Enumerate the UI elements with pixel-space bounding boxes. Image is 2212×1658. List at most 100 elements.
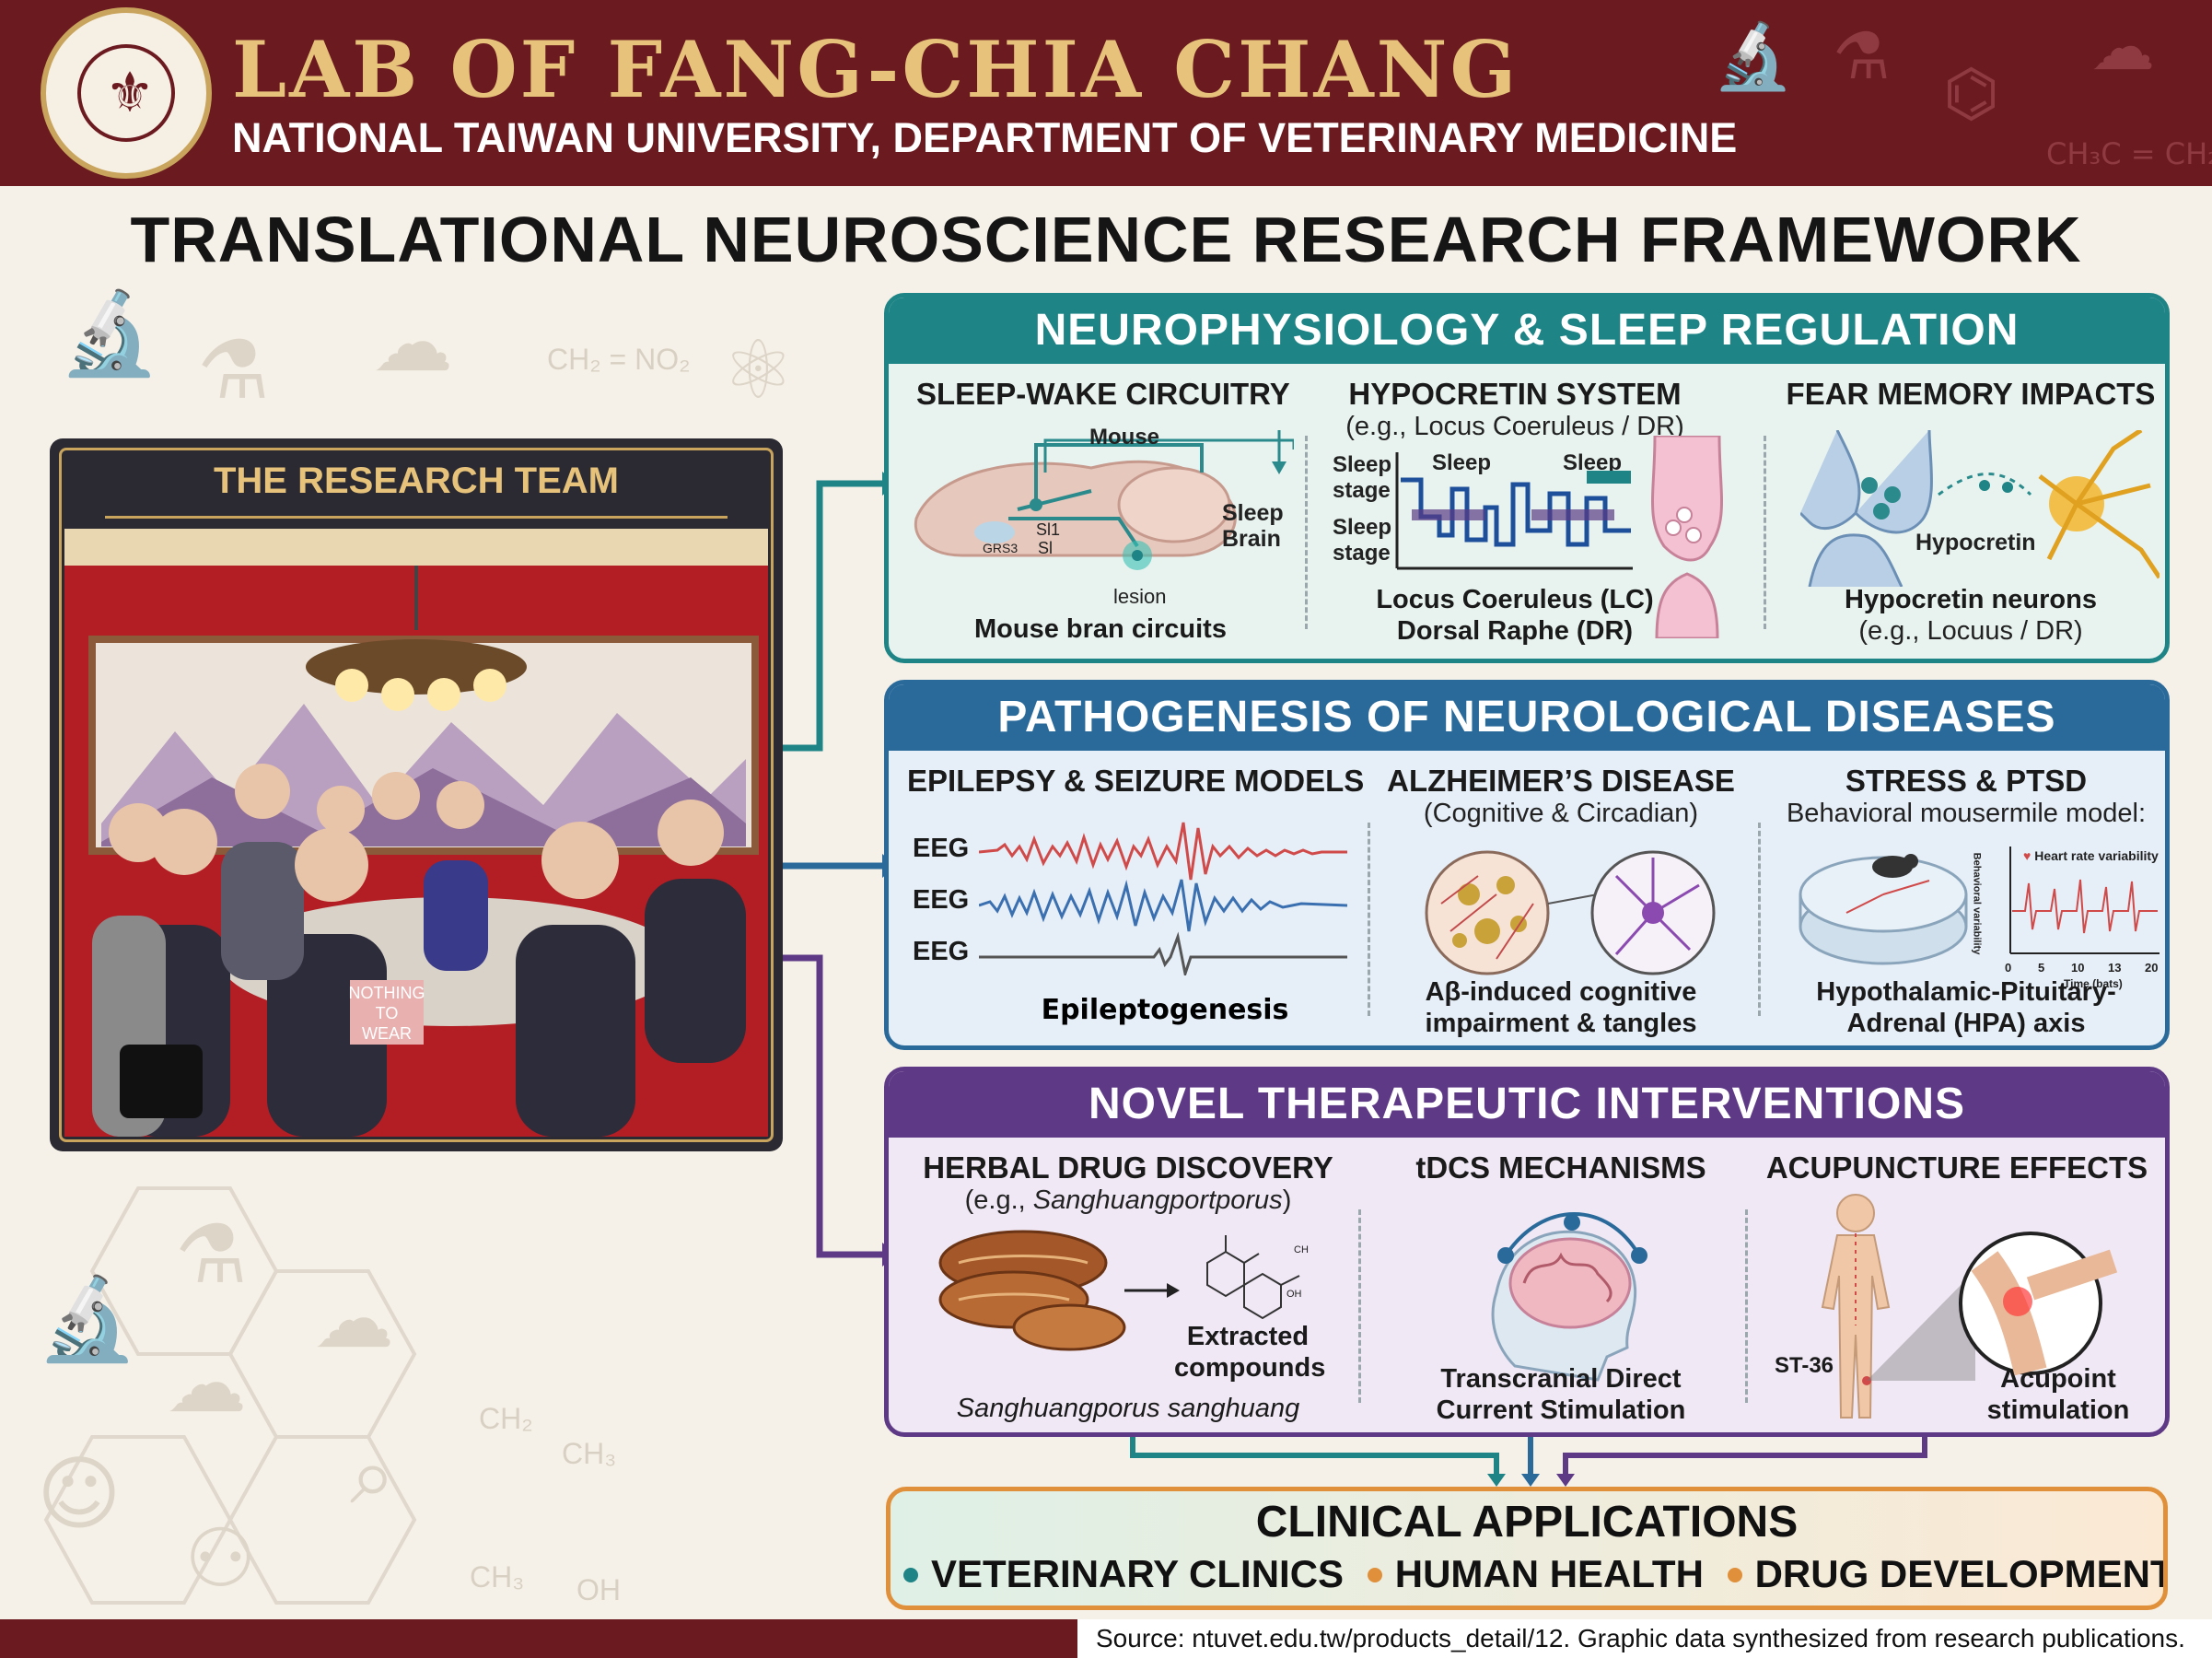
tick-label: 0 [2005,961,2012,975]
clinical-title: CLINICAL APPLICATIONS [1255,1498,1799,1547]
shirt-text: NOTHING [349,984,425,1002]
clinical-item: DRUG DEVELOPMENT [1754,1552,2168,1595]
figure-caption: stimulation [1986,1395,2130,1425]
eeg-label: EEG [913,834,970,863]
subsection-title: FEAR MEMORY IMPACTS [1786,377,2156,411]
chem-label: OH [1286,1289,1302,1300]
axis-label: Sleep [1333,515,1392,540]
sleep-label: Sleep [1432,450,1492,475]
subsection-title: SLEEP-WAKE CIRCUITRY [916,377,1290,411]
region-label: Sl [1038,539,1054,557]
lesion-label: lesion [1113,585,1167,608]
compounds-label: Extracted [1186,1322,1310,1351]
tick-label: 5 [2038,961,2045,975]
axis-label: Sleep [1333,452,1392,477]
figure-caption: Adrenal (HPA) axis [1846,1009,2086,1038]
subsection-title: EPILEPSY & SEIZURE MODELS [907,764,1365,798]
clinical-item: HUMAN HEALTH [1394,1552,1704,1595]
formula-text: CH₃ [562,1437,617,1470]
hypocretin-label: Hypocretin [1915,530,2036,555]
figure-caption: Dorsal Raphe (DR) [1396,616,1634,646]
acupoint-label: ST-36 [1775,1353,1834,1378]
formula-text: CH₂ = NO₂ [547,343,691,376]
subsection-title: ACUPUNCTURE EFFECTS [1765,1150,2148,1185]
figure-caption: Epileptogenesis [1041,994,1289,1026]
bullet-icon [903,1567,918,1582]
figure-caption: Acupoint [2000,1364,2116,1394]
synapse-icon [1651,436,1723,638]
microscope-icon: 🔬 [1713,18,1794,94]
hexagon-pattern [43,1186,417,1605]
figure-caption: Hypocretin neurons [1845,585,2097,614]
magnifier-icon: ⌕ [350,1428,396,1523]
formula-text: CH₃ [470,1560,525,1594]
sleep-brain-label: Sleep [1222,500,1284,526]
formula-text: CH₂ [479,1402,533,1435]
atom-icon: ⚛ [722,322,795,417]
connector-arrows [783,472,893,1267]
subsection-title: ALZHEIMER’S DISEASE [1387,764,1735,798]
arrow-head-icon [1272,430,1286,474]
brain-icon: ☁ [2090,9,2155,85]
axis-label: Time (bats) [2064,977,2123,990]
chem-label: CH [1294,1244,1309,1255]
mouse-label: Mouse [1089,425,1160,450]
section-pathogenesis: PATHOGENESIS OF NEUROLOGICAL DISEASES EP… [884,680,2170,1050]
subsection-note: (e.g., Sanghuangportporus) [964,1185,1292,1215]
axis-label: Behavioral variability [1971,852,1983,955]
brain-icon: ☁ [372,295,453,390]
region-label: Sl1 [1036,520,1061,539]
figure-caption: Hypothalamic-Pituitary- [1816,977,2116,1007]
compounds-label: compounds [1174,1353,1326,1383]
head-icon: ☺ [37,1446,122,1541]
figure-caption: Aβ-induced cognitive [1425,977,1697,1007]
section-neurophysiology: NEUROPHYSIOLOGY & SLEEP REGULATION SLEEP… [884,293,2170,663]
page-title: TRANSLATIONAL NEUROSCIENCE RESEARCH FRAM… [130,204,2082,275]
subsection-note: (Cognitive & Circadian) [1423,799,1699,828]
subsection-title: STRESS & PTSD [1845,764,2088,798]
mushroom-icon [938,1230,1300,1351]
molecule-icon: ⌬ [1943,55,2000,131]
arrow-head-icon [1556,1474,1575,1487]
microscope-icon: 🔬 [37,1271,138,1366]
flask-icon: ⚗ [175,1207,248,1302]
header-banner: ⚜ LAB OF FANG-CHIA CHANG NATIONAL TAIWAN… [0,0,2212,186]
research-team-frame: THE RESEARCH TEAM [50,438,783,1151]
heart-icon: ♥ [2023,848,2035,863]
tick-label: 13 [2108,961,2122,975]
tdcs-head-icon [1491,1212,1647,1382]
research-team-title: THE RESEARCH TEAM [213,461,620,501]
flask-icon: ⚗ [1833,18,1891,94]
axis-label: stage [1333,478,1391,503]
section-title: NEUROPHYSIOLOGY & SLEEP REGULATION [889,298,2165,364]
shirt-text: TO [376,1004,399,1022]
heart-rate-chart [2009,847,2160,954]
formula-text: OH [576,1573,621,1606]
clinical-items: VETERINARY CLINICS HUMAN HEALTH DRUG DEV… [891,1552,2163,1596]
mouse-brain-icon [914,438,1294,570]
bullet-icon [1367,1567,1382,1582]
figure-caption: Locus Coeruleus (LC) [1376,585,1654,614]
section-title: NOVEL THERAPEUTIC INTERVENTIONS [889,1071,2165,1138]
sleep-brain-label: Brain [1222,526,1281,552]
figure-caption: (e.g., Locuus / DR) [1858,616,2083,646]
clinical-applications-box: CLINICAL APPLICATIONS VETERINARY CLINICS… [886,1487,2168,1610]
flask-icon: ⚗ [197,322,270,417]
heart-rate-label: ♥ Heart rate variability [2023,848,2159,863]
figure-caption: Transcranial Direct [1440,1364,1682,1394]
section-title: PATHOGENESIS OF NEUROLOGICAL DISEASES [889,684,2165,751]
eeg-label: EEG [913,937,970,966]
eeg-label: EEG [913,885,970,915]
subsection-title: tDCS MECHANISMS [1415,1150,1706,1185]
arrow-head-icon [1521,1474,1540,1487]
brain-icon: ☁ [313,1271,394,1366]
axis-label: stage [1333,541,1391,566]
university-subtitle: NATIONAL TAIWAN UNIVERSITY, DEPARTMENT O… [232,114,1738,161]
team-photo: NOTHING TO WEAR [64,529,768,1137]
subsection-note: Behavioral mousermile model: [1786,799,2147,828]
person-icon: ⚇ [184,1511,257,1605]
figure-caption: Current Stimulation [1436,1395,1686,1425]
lab-title: LAB OF FANG-CHIA CHANG [232,24,1519,115]
brain-icon: ☁ [166,1336,247,1430]
subsection-note: (e.g., Locus Coeruleus / DR) [1345,412,1684,441]
